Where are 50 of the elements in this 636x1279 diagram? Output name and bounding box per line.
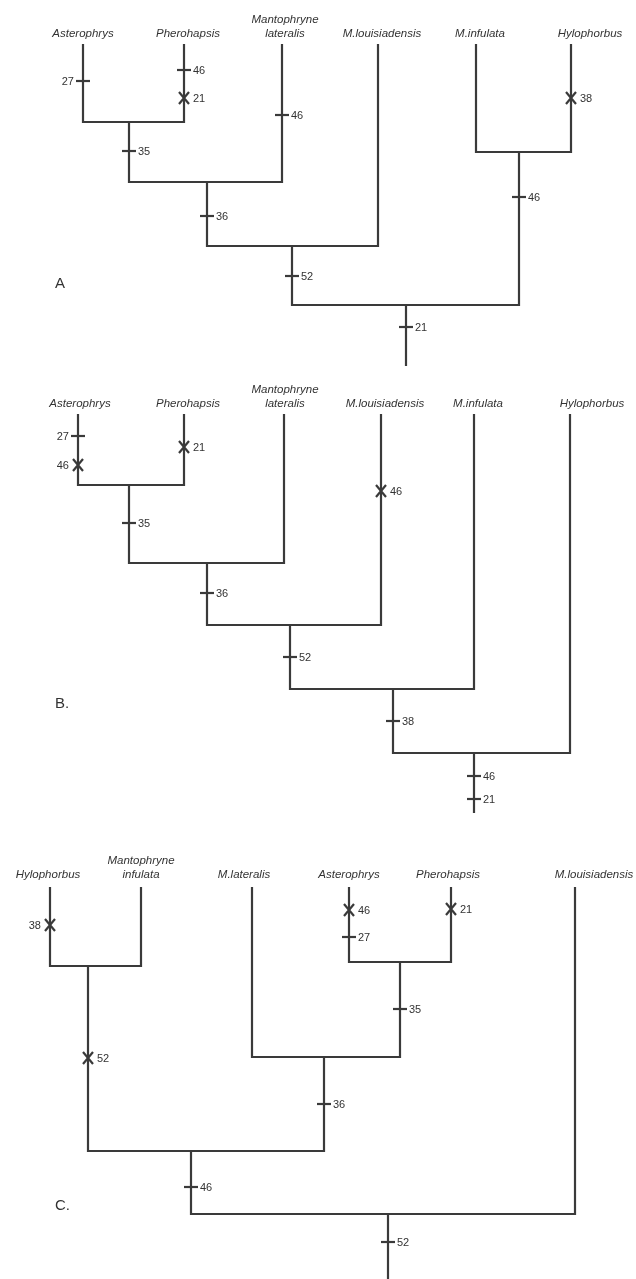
taxon-name: Hylophorbus [15, 867, 81, 881]
character-number: 36 [216, 586, 229, 600]
character-number: 21 [483, 792, 496, 806]
character-number: 46 [291, 108, 304, 122]
character-number: 38 [580, 91, 593, 105]
character-number: 21 [460, 902, 473, 916]
character-number: 27 [61, 74, 74, 88]
character-number: 27 [56, 429, 69, 443]
panel-letter: A [55, 276, 65, 290]
character-number: 21 [193, 440, 206, 454]
character-number: 36 [333, 1097, 346, 1111]
taxon-name: Asterophrys [52, 26, 114, 40]
taxon-name: M.infulata [453, 396, 503, 410]
character-number: 38 [28, 918, 41, 932]
character-number: 21 [193, 91, 206, 105]
taxon-name: M.lateralis [217, 867, 271, 881]
character-number: 46 [56, 458, 69, 472]
character-number: 52 [397, 1235, 410, 1249]
character-number: 27 [358, 930, 371, 944]
taxon-name: Mantophryne infulata [106, 853, 176, 881]
panel-letter: B. [55, 696, 70, 710]
character-number: 46 [358, 903, 371, 917]
taxon-name: Pherohapsis [156, 26, 220, 40]
character-number: 35 [138, 144, 151, 158]
taxon-name: M.infulata [455, 26, 505, 40]
character-number: 46 [390, 484, 403, 498]
character-number: 35 [138, 516, 151, 530]
taxon-name: Asterophrys [318, 867, 380, 881]
taxon-name: Pherohapsis [416, 867, 480, 881]
character-number: 52 [299, 650, 312, 664]
taxon-name: Asterophrys [49, 396, 111, 410]
character-number: 46 [528, 190, 541, 204]
character-number: 36 [216, 209, 229, 223]
character-number: 52 [97, 1051, 110, 1065]
panel-letter: C. [55, 1198, 70, 1212]
taxon-name: Pherohapsis [156, 396, 220, 410]
character-number: 46 [200, 1180, 213, 1194]
taxon-name: M.louisiadensis [342, 26, 422, 40]
taxon-name: Hylophorbus [559, 396, 625, 410]
taxon-name: M.louisiadensis [345, 396, 425, 410]
taxon-name: Hylophorbus [557, 26, 623, 40]
character-number: 38 [402, 714, 415, 728]
character-number: 52 [301, 269, 314, 283]
taxon-name: Mantophryne lateralis [250, 12, 320, 40]
character-number: 21 [415, 320, 428, 334]
taxon-name: Mantophryne lateralis [250, 382, 320, 410]
character-number: 35 [409, 1002, 422, 1016]
character-number: 46 [483, 769, 496, 783]
character-number: 46 [193, 63, 206, 77]
taxon-name: M.louisiadensis [554, 867, 634, 881]
